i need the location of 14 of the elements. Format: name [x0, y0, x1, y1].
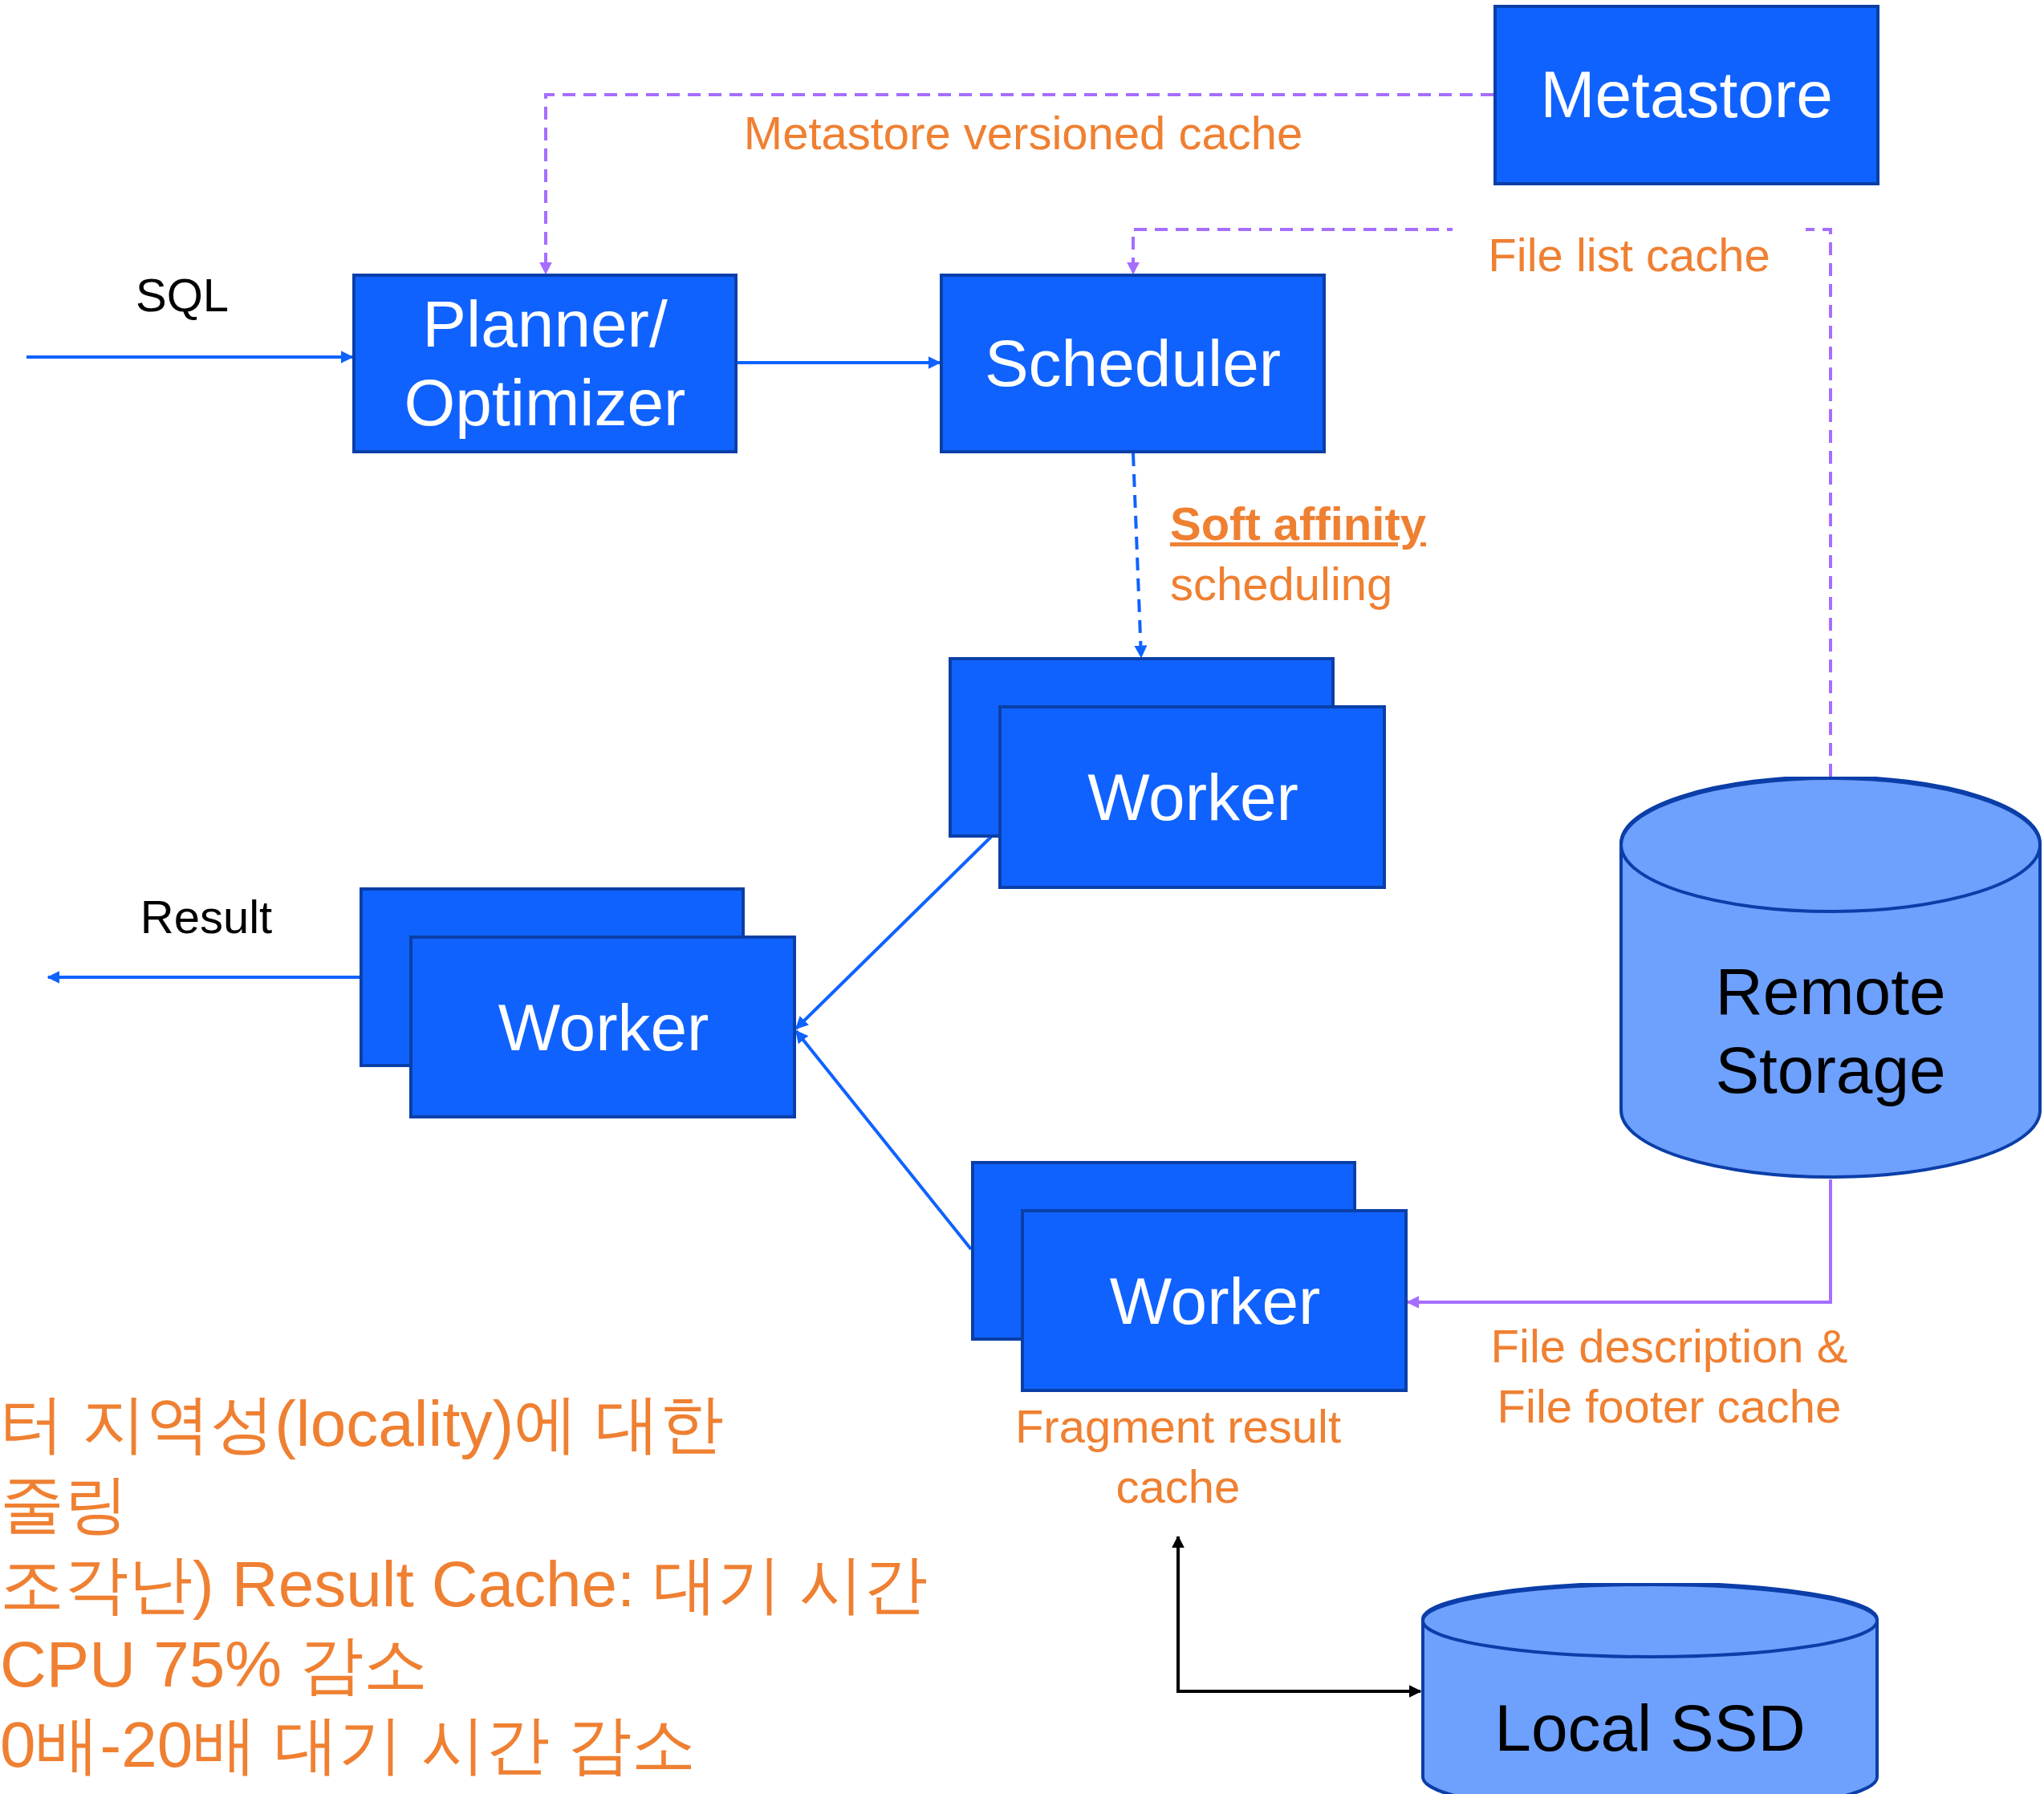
- note-text: 줄링: [0, 1472, 128, 1536]
- arrow: [539, 93, 1493, 275]
- process-box: Scheduler: [940, 274, 1326, 453]
- arrow: [47, 971, 360, 984]
- process-box: Planner/ Optimizer: [352, 274, 738, 453]
- arrow: [738, 356, 941, 369]
- storage-cylinder: Local SSD: [1420, 1583, 1879, 1794]
- note-text: 0배-20배 대기 시간 감소: [0, 1713, 696, 1777]
- process-box: Metastore: [1493, 5, 1879, 185]
- note-text: CPU 75% 감소: [0, 1633, 429, 1697]
- storage-cylinder: Remote Storage: [1619, 777, 2042, 1179]
- arrow: [26, 351, 354, 363]
- arrow: [1172, 1535, 1422, 1698]
- arrow: [1132, 453, 1148, 659]
